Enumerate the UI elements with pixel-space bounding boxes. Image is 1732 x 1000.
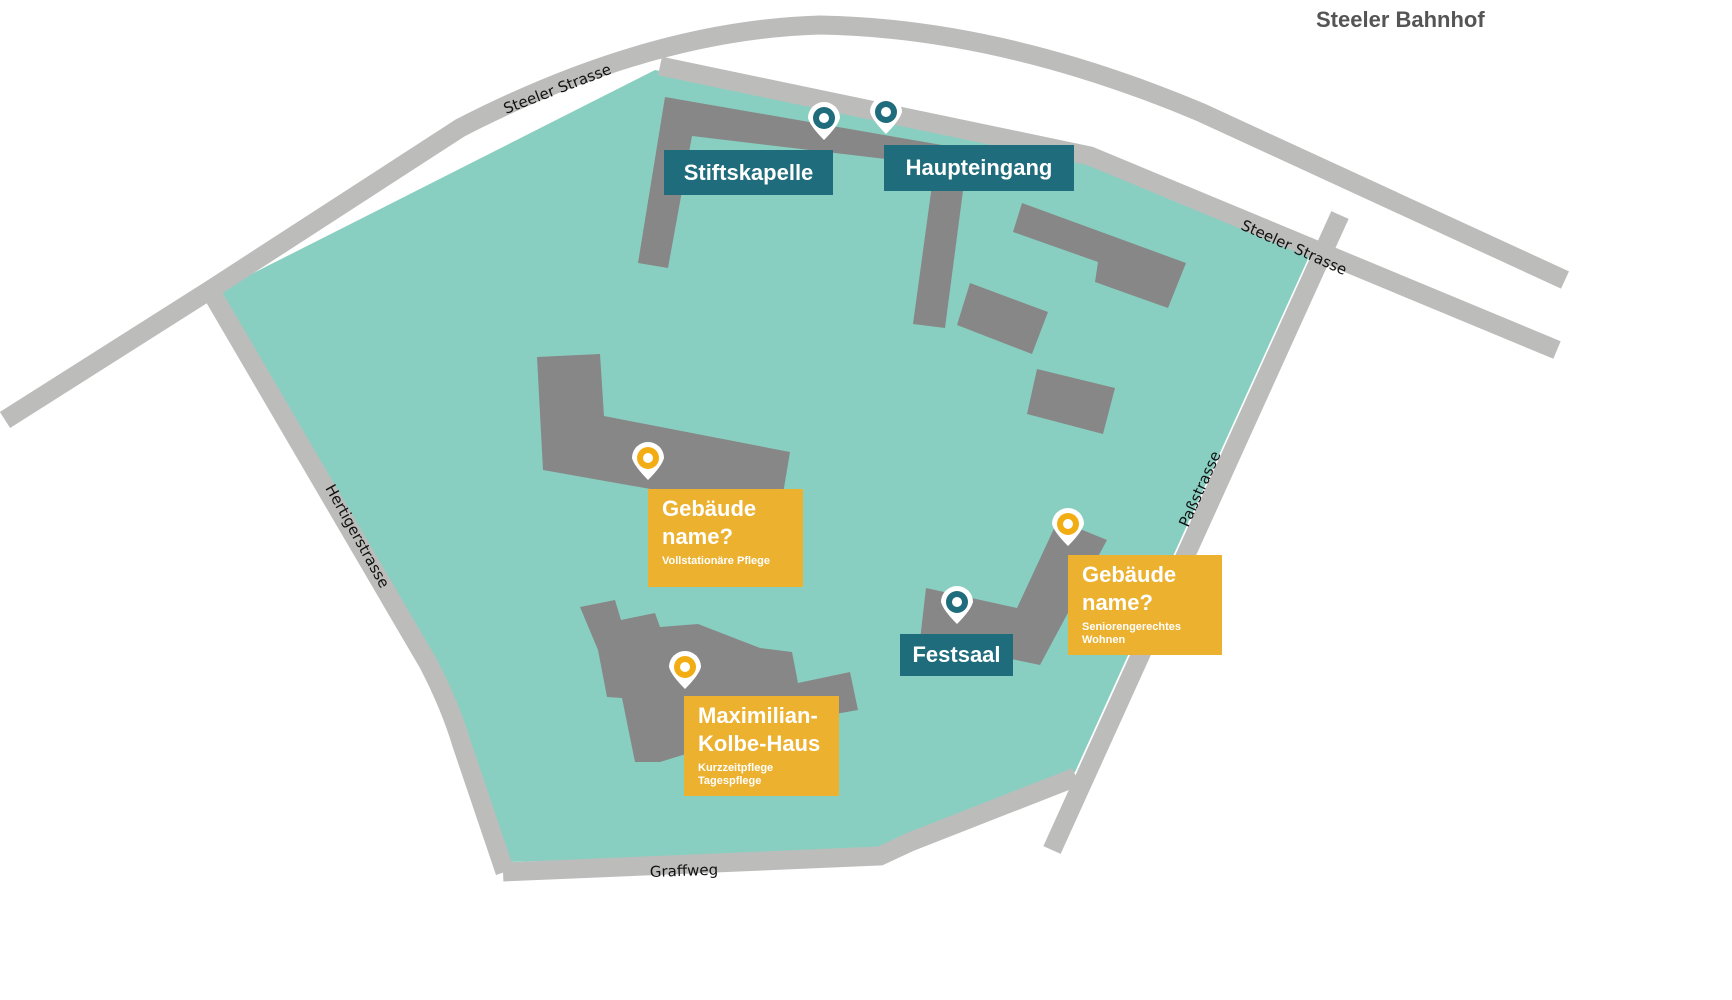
label-title: Kolbe-Haus [698,731,821,756]
building-haupteingang-wing [913,163,966,328]
label-title: Maximilian- [698,703,818,728]
label-title: Gebäude [1082,562,1177,587]
label-text: Stiftskapelle [683,159,814,185]
map-pin-festsaal[interactable] [941,586,973,624]
label-subtitle: Kurzzeitpflege [698,762,774,774]
street-label-graffweg: Graffweg [650,861,719,881]
label-stiftskapelle[interactable]: Stiftskapelle [664,150,833,195]
label-text: Haupteingang [905,155,1053,180]
label-haupteingang[interactable]: Haupteingang [884,145,1074,191]
pins [632,96,1084,689]
map-pin-maximilian[interactable] [669,651,701,689]
label-subtitle: Wohnen [1082,634,1126,646]
building-vollstationaer [537,354,790,512]
building-ne-2 [957,283,1048,354]
building-festsaal [920,520,1107,665]
label-building-seniorenwohnen[interactable]: Gebäude name? Seniorengerechtes Wohnen [1068,555,1222,655]
road-steeler-strasse-inner [658,56,1561,359]
label-subtitle: Vollstationäre Pflege [662,555,770,567]
station-label: Steeler Bahnhof [1316,7,1485,32]
building-ne-3 [1027,369,1115,434]
label-maximilian-kolbe-haus[interactable]: Maximilian- Kolbe-Haus Kurzzeitpflege Ta… [684,696,839,796]
map-pin-haupteingang[interactable] [870,96,902,134]
label-text: Festsaal [912,642,1001,667]
label-subtitle: Seniorengerechtes [1082,621,1182,633]
label-title: Gebäude [662,496,757,521]
road-graffweg [502,768,1080,882]
label-building-vollstationaer[interactable]: Gebäude name? Vollstationäre Pflege [648,489,803,587]
building-ne-1 [1013,203,1186,308]
label-title: name? [1082,590,1153,615]
roads [0,15,1569,882]
map-pin-seniorenwohnen[interactable] [1052,508,1084,546]
building-stiftskapelle [638,97,942,268]
label-festsaal[interactable]: Festsaal [900,634,1013,676]
road-passstrasse [1043,211,1349,854]
label-subtitle: Tagespflege [698,775,762,787]
map-pin-stiftskapelle[interactable] [808,102,840,140]
map-pin-vollstationaer[interactable] [632,442,664,480]
label-title: name? [662,524,733,549]
road-steeler-strasse-outer [0,15,1569,429]
buildings [537,97,1186,762]
road-hertigerstrasse [205,292,514,876]
